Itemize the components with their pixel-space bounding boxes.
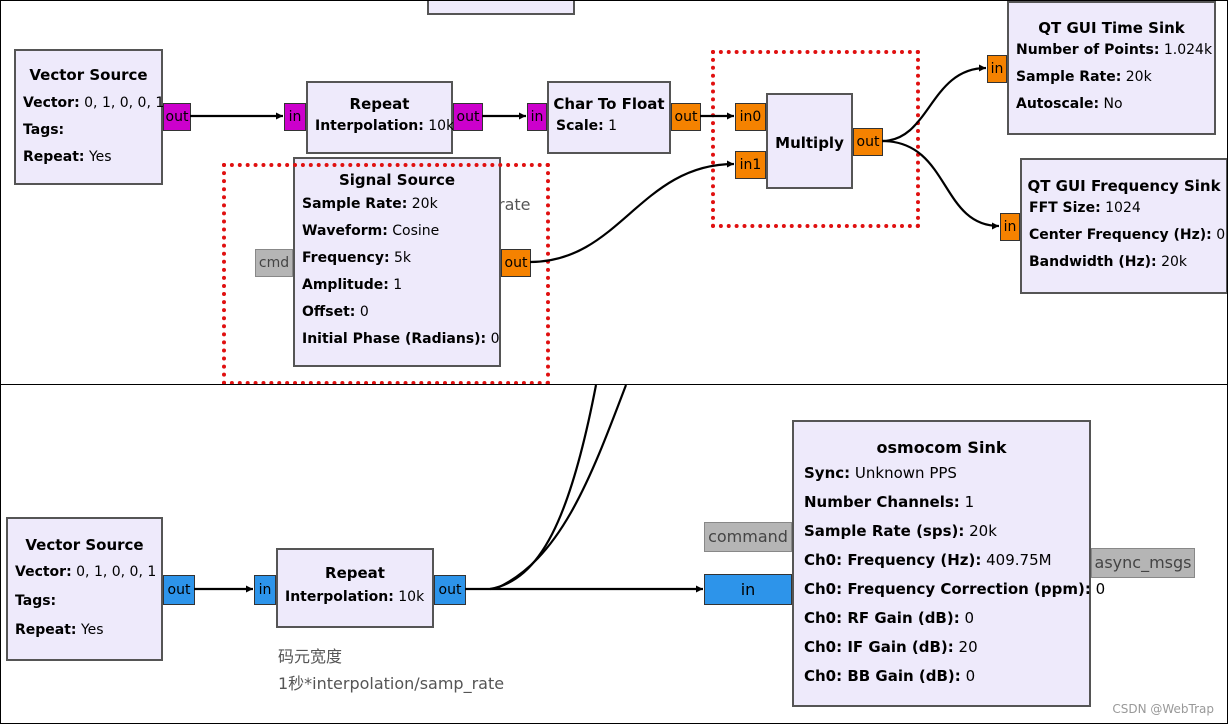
param-scale: Scale: 1 (556, 118, 618, 134)
block-title: Multiply (775, 134, 844, 152)
char-to-float-block[interactable]: Char To Float Scale: 1 (547, 81, 671, 154)
block-title: QT GUI Frequency Sink (1027, 177, 1221, 195)
repeat-in-port[interactable]: in (254, 575, 276, 605)
param-repeat: Repeat: Yes (15, 622, 104, 638)
multiply-block[interactable]: Multiply (766, 93, 853, 189)
param-sample-rate: Sample Rate: 20k (302, 196, 438, 212)
qt-time-sink-in-port[interactable]: in (987, 55, 1007, 83)
repeat-block[interactable]: Repeat Interpolation: 10k (306, 81, 455, 154)
qt-frequency-sink-block[interactable]: QT GUI Frequency Sink FFT Size: 1024 Cen… (1020, 158, 1227, 294)
param-initial-phase: Initial Phase (Radians): 0 (302, 331, 500, 347)
multiply-in0-port[interactable]: in0 (735, 103, 766, 131)
signal-source-cmd-port[interactable]: cmd (255, 249, 293, 277)
block-title: Repeat (349, 95, 410, 113)
param-autoscale: Autoscale: No (1016, 96, 1123, 112)
param-ch0-rf-gain: Ch0: RF Gain (dB): 0 (804, 609, 975, 627)
multiply-highlight-box (711, 50, 920, 228)
param-tags: Tags: (15, 593, 57, 609)
param-offset: Offset: 0 (302, 304, 369, 320)
param-ch0-bb-gain: Ch0: BB Gain (dB): 0 (804, 667, 976, 685)
param-fft-size: FFT Size: 1024 (1029, 200, 1141, 216)
param-vector: Vector: 0, 1, 0, 0, 1 (23, 95, 165, 111)
param-interpolation: Interpolation: 10k (315, 118, 455, 134)
block-title: Char To Float (553, 95, 665, 113)
param-ch0-frequency: Ch0: Frequency (Hz): 409.75M (804, 551, 1052, 569)
param-ch0-if-gain: Ch0: IF Gain (dB): 20 (804, 638, 978, 656)
repeat-out-port[interactable]: out (453, 103, 483, 131)
block-title: Vector Source (25, 536, 144, 554)
flowgraph-panel-bottom: Vector Source Vector: 0, 1, 0, 0, 1 Tags… (0, 384, 1228, 724)
vector-source-block[interactable]: Vector Source Vector: 0, 1, 0, 0, 1 Tags… (14, 49, 165, 185)
note-symbol-width: 码元宽度 (278, 647, 343, 666)
partial-block-top[interactable] (427, 1, 575, 15)
char-to-float-out-port[interactable]: out (671, 103, 701, 131)
param-sync: Sync: Unknown PPS (804, 464, 957, 482)
param-repeat: Repeat: Yes (23, 149, 112, 165)
note-formula: 1秒*interpolation/samp_rate (278, 674, 505, 693)
flowgraph-panel-top: Vector Source Vector: 0, 1, 0, 0, 1 Tags… (0, 0, 1228, 385)
vector-source-block[interactable]: Vector Source Vector: 0, 1, 0, 0, 1 Tags… (6, 517, 163, 661)
param-amplitude: Amplitude: 1 (302, 277, 403, 293)
char-to-float-in-port[interactable]: in (527, 103, 547, 131)
param-bandwidth: Bandwidth (Hz): 20k (1029, 254, 1188, 270)
signal-source-block[interactable]: Signal Source Sample Rate: 20k Waveform:… (293, 157, 501, 367)
osmocom-sink-in-port[interactable]: in (704, 574, 792, 605)
osmocom-sink-command-port[interactable]: command (704, 522, 792, 552)
param-sample-rate: Sample Rate (sps): 20k (804, 522, 997, 540)
param-number-channels: Number Channels: 1 (804, 493, 975, 511)
param-interpolation: Interpolation: 10k (285, 589, 425, 605)
osmocom-sink-async-msgs-port[interactable]: async_msgs (1091, 548, 1195, 578)
param-sample-rate: Sample Rate: 20k (1016, 69, 1152, 85)
osmocom-sink-block[interactable]: osmocom Sink Sync: Unknown PPS Number Ch… (792, 420, 1106, 707)
param-number-of-points: Number of Points: 1.024k (1016, 42, 1213, 58)
param-ch0-frequency-correction: Ch0: Frequency Correction (ppm): 0 (804, 580, 1106, 598)
repeat-block[interactable]: Repeat Interpolation: 10k (276, 548, 434, 628)
param-vector: Vector: 0, 1, 0, 0, 1 (15, 564, 157, 580)
block-title: osmocom Sink (876, 438, 1007, 457)
vector-source-out-port[interactable]: out (163, 103, 191, 131)
partial-note: rate (498, 195, 531, 214)
repeat-out-port[interactable]: out (434, 575, 466, 605)
block-title: Signal Source (338, 171, 456, 189)
signal-source-highlight-box (222, 163, 550, 384)
param-center-frequency: Center Frequency (Hz): 0 (1029, 227, 1226, 243)
param-tags: Tags: (23, 122, 65, 138)
param-waveform: Waveform: Cosine (302, 223, 440, 239)
qt-frequency-sink-in-port[interactable]: in (1000, 213, 1020, 241)
block-title: QT GUI Time Sink (1038, 19, 1185, 37)
watermark: CSDN @WebTrap (1112, 702, 1214, 716)
repeat-in-port[interactable]: in (284, 103, 306, 131)
signal-source-out-port[interactable]: out (501, 249, 531, 277)
multiply-in1-port[interactable]: in1 (735, 151, 766, 179)
block-title: Repeat (325, 564, 385, 582)
block-title: Vector Source (29, 66, 148, 84)
param-frequency: Frequency: 5k (302, 250, 412, 266)
qt-time-sink-block[interactable]: QT GUI Time Sink Number of Points: 1.024… (1007, 1, 1216, 135)
vector-source-out-port[interactable]: out (163, 575, 195, 605)
